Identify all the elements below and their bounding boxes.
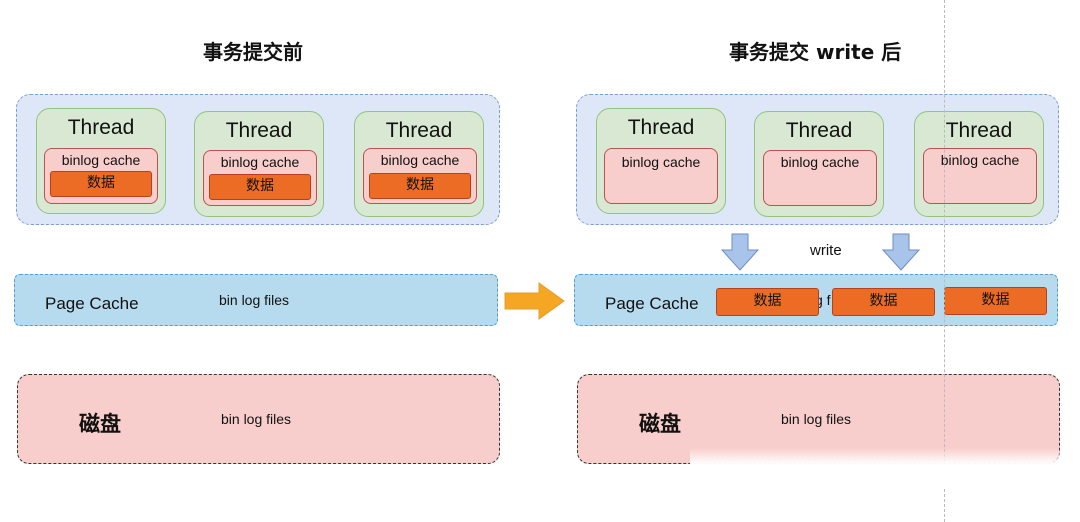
binlog-cache-label: binlog cache (621, 154, 701, 170)
after-title: 事务提交 write 后 (729, 40, 902, 64)
thread-label: Thread (627, 116, 695, 139)
bin-log-files-label: bin log files (781, 411, 852, 427)
thread-label: Thread (225, 119, 293, 142)
data-block: 数据 (944, 287, 1047, 315)
after-thread-2: Thread binlog cache (754, 111, 884, 217)
thread-label: Thread (785, 119, 853, 142)
thread-label: Thread (67, 116, 135, 139)
page-cache-label: Page Cache (605, 294, 699, 313)
data-block: 数据 (209, 174, 311, 200)
separator-line (944, 0, 945, 522)
binlog-cache: binlog cache 数据 (203, 150, 317, 206)
thread-label: Thread (385, 119, 453, 142)
bin-log-files-label: bin log files (221, 411, 292, 427)
before-page-cache: Page Cache bin log files (14, 274, 498, 326)
after-thread-group: Thread binlog cache Thread binlog cache … (576, 94, 1059, 225)
page-cache-label: Page Cache (45, 294, 139, 313)
binlog-cache: binlog cache (604, 148, 718, 204)
binlog-cache: binlog cache 数据 (44, 148, 158, 204)
after-thread-1: Thread binlog cache (596, 108, 726, 214)
before-thread-group: Thread binlog cache 数据 Thread binlog cac… (16, 94, 500, 225)
binlog-cache: binlog cache (763, 150, 877, 206)
before-disk: 磁盘 bin log files (17, 374, 500, 464)
after-page-cache: Page Cache g f 数据 数据 数据 (574, 274, 1058, 326)
thread-label: Thread (945, 119, 1013, 142)
before-title: 事务提交前 (203, 40, 303, 64)
binlog-cache: binlog cache (923, 148, 1037, 204)
binlog-cache: binlog cache 数据 (363, 148, 477, 204)
data-block: 数据 (369, 173, 471, 199)
binlog-cache-label: binlog cache (780, 154, 860, 170)
down-arrow-icon (881, 233, 921, 271)
disk-label: 磁盘 (639, 412, 681, 436)
data-block: 数据 (50, 171, 152, 197)
data-block: 数据 (832, 288, 935, 316)
before-thread-2: Thread binlog cache 数据 (194, 111, 324, 217)
binlog-cache-label: binlog cache (61, 152, 141, 168)
binlog-cache-label: binlog cache (380, 152, 460, 168)
write-label: write (810, 242, 842, 259)
bin-log-files-label: bin log files (219, 292, 290, 308)
before-thread-1: Thread binlog cache 数据 (36, 108, 166, 214)
disk-label: 磁盘 (79, 412, 121, 436)
data-block: 数据 (716, 288, 819, 316)
after-thread-3: Thread binlog cache (914, 111, 1044, 217)
binlog-cache-label: binlog cache (940, 152, 1020, 168)
right-arrow-icon (504, 282, 565, 320)
overlay-smudge (690, 448, 1080, 488)
binlog-cache-label: binlog cache (220, 154, 300, 170)
down-arrow-icon (720, 233, 760, 271)
before-thread-3: Thread binlog cache 数据 (354, 111, 484, 217)
